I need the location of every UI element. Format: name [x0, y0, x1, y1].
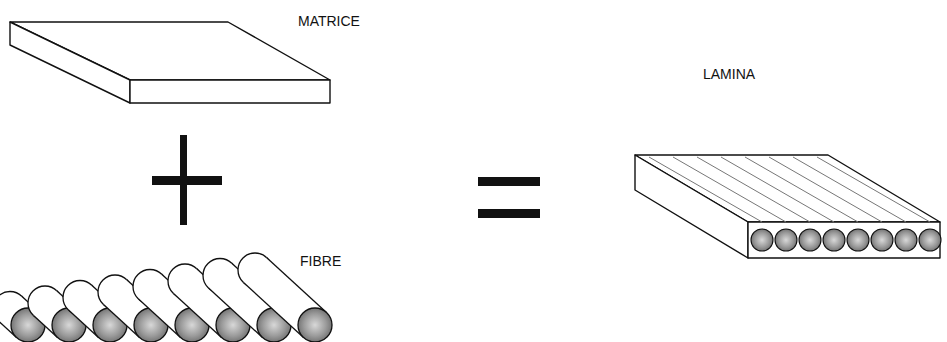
fibre-end	[847, 229, 869, 251]
fibre-end	[775, 229, 797, 251]
fibre-line	[673, 157, 786, 222]
fibre-end	[823, 229, 845, 251]
fibre-bundle	[0, 253, 332, 342]
fibre-line	[793, 157, 906, 222]
fibre-edge	[139, 299, 181, 338]
fibre-line	[697, 157, 810, 222]
matrix-slab	[10, 22, 330, 103]
lamina-label: LAMINA	[703, 66, 755, 83]
fibre-line	[721, 157, 834, 222]
matrix-label: MATRICE	[298, 13, 360, 30]
lamina-side	[635, 155, 748, 258]
fibre-end	[799, 229, 821, 251]
lamina-front	[748, 222, 940, 258]
fibre-line	[649, 157, 762, 222]
fibre-edge	[174, 294, 222, 338]
fibre-end	[751, 229, 773, 251]
equals-sign	[478, 177, 540, 218]
fibre-end	[298, 308, 332, 342]
fibre-line	[817, 157, 930, 222]
fibre-label: FIBRE	[300, 253, 341, 270]
fibre-end	[895, 229, 917, 251]
fibre-line	[769, 157, 882, 222]
fibre-edge	[209, 288, 263, 338]
fibre-end	[919, 229, 941, 251]
fibre-edge	[244, 283, 304, 338]
lamina-block	[635, 155, 941, 258]
fibre-end	[871, 229, 893, 251]
plus-sign	[152, 135, 222, 225]
fibre-line	[745, 157, 858, 222]
